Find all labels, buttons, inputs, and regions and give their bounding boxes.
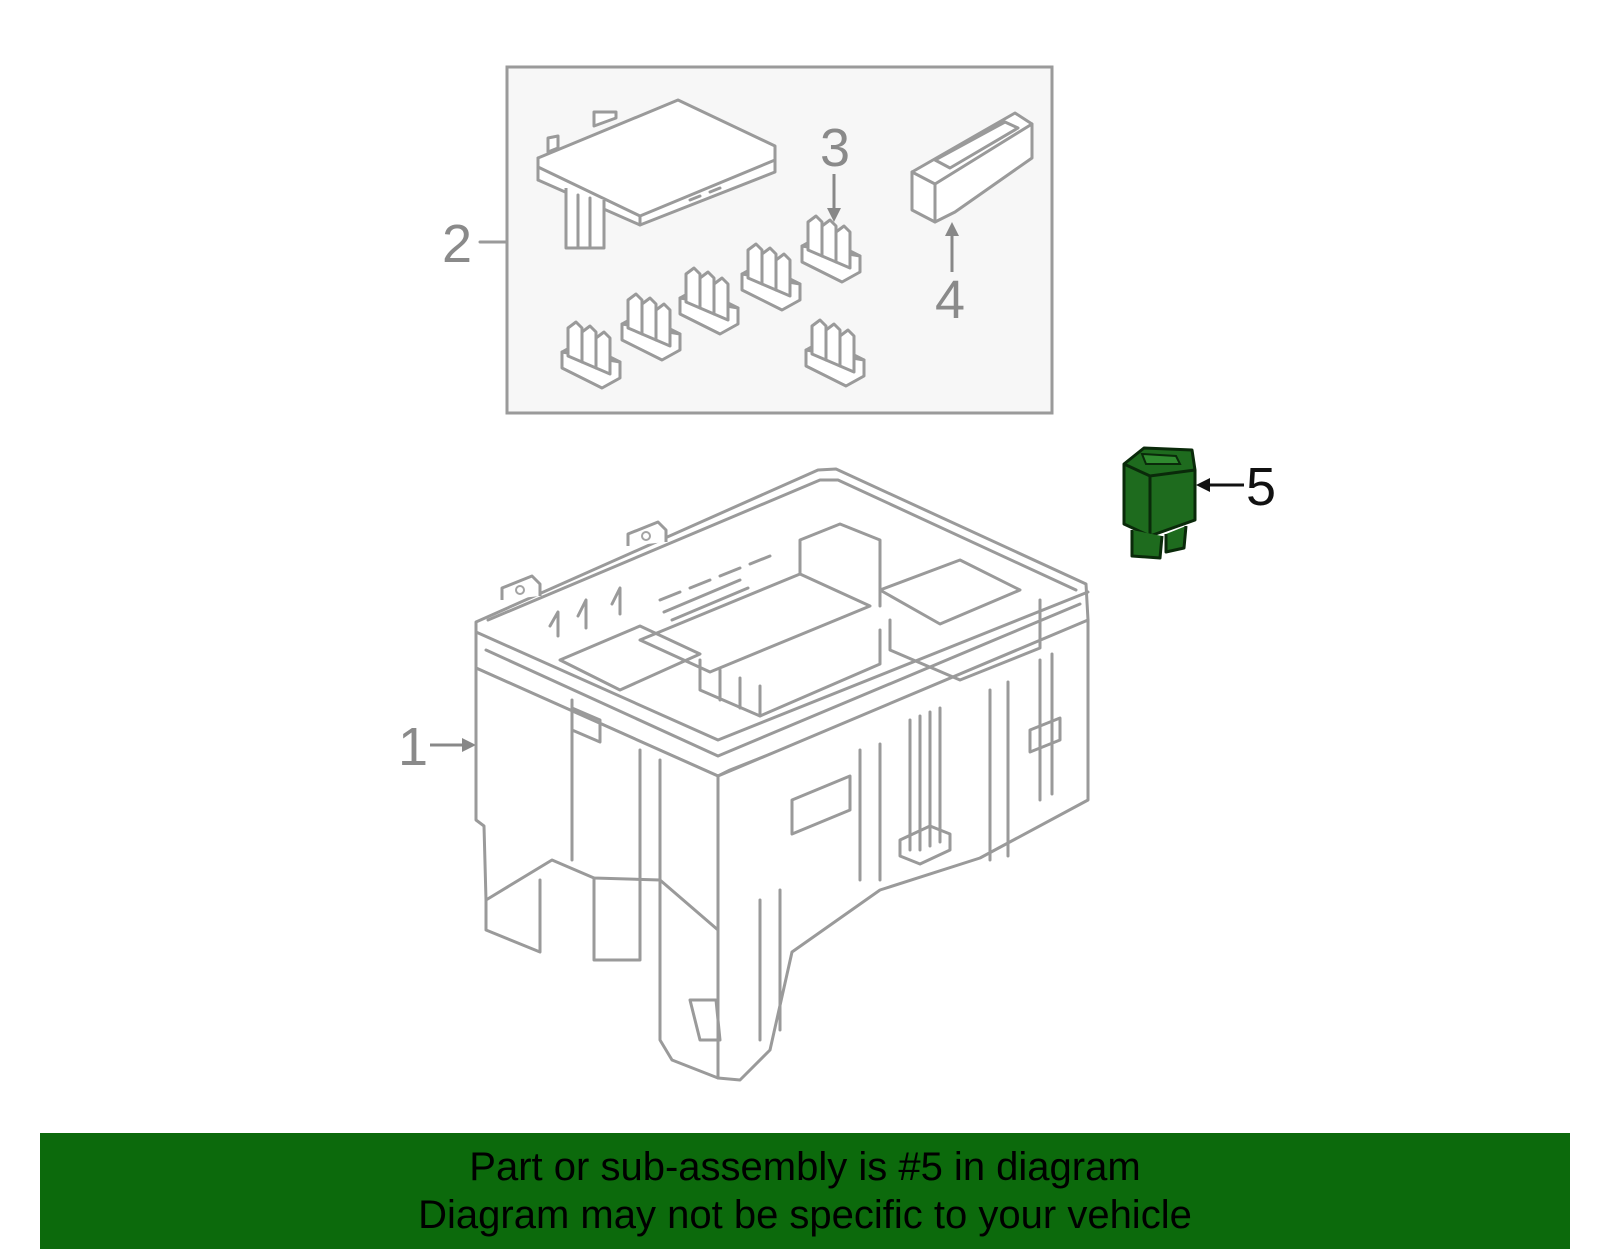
kit-box-part-2 xyxy=(505,65,1054,415)
info-banner: Part or sub-assembly is #5 in diagram Di… xyxy=(40,1133,1570,1249)
fuse-clips xyxy=(560,214,866,390)
callout-leaders xyxy=(430,174,1244,752)
callout-4: 4 xyxy=(935,270,965,330)
fuse-box-cover xyxy=(536,98,777,250)
callout-5: 5 xyxy=(1246,457,1276,517)
relay-part-5 xyxy=(1122,446,1197,560)
banner-line-1: Part or sub-assembly is #5 in diagram xyxy=(469,1145,1141,1189)
fuse-box-housing-part-1 xyxy=(474,467,1090,1082)
callout-3: 3 xyxy=(820,118,850,178)
callout-1: 1 xyxy=(398,717,428,777)
callout-2: 2 xyxy=(442,214,472,274)
terminal-cap-part-4 xyxy=(910,111,1034,224)
banner-line-2: Diagram may not be specific to your vehi… xyxy=(418,1193,1192,1237)
